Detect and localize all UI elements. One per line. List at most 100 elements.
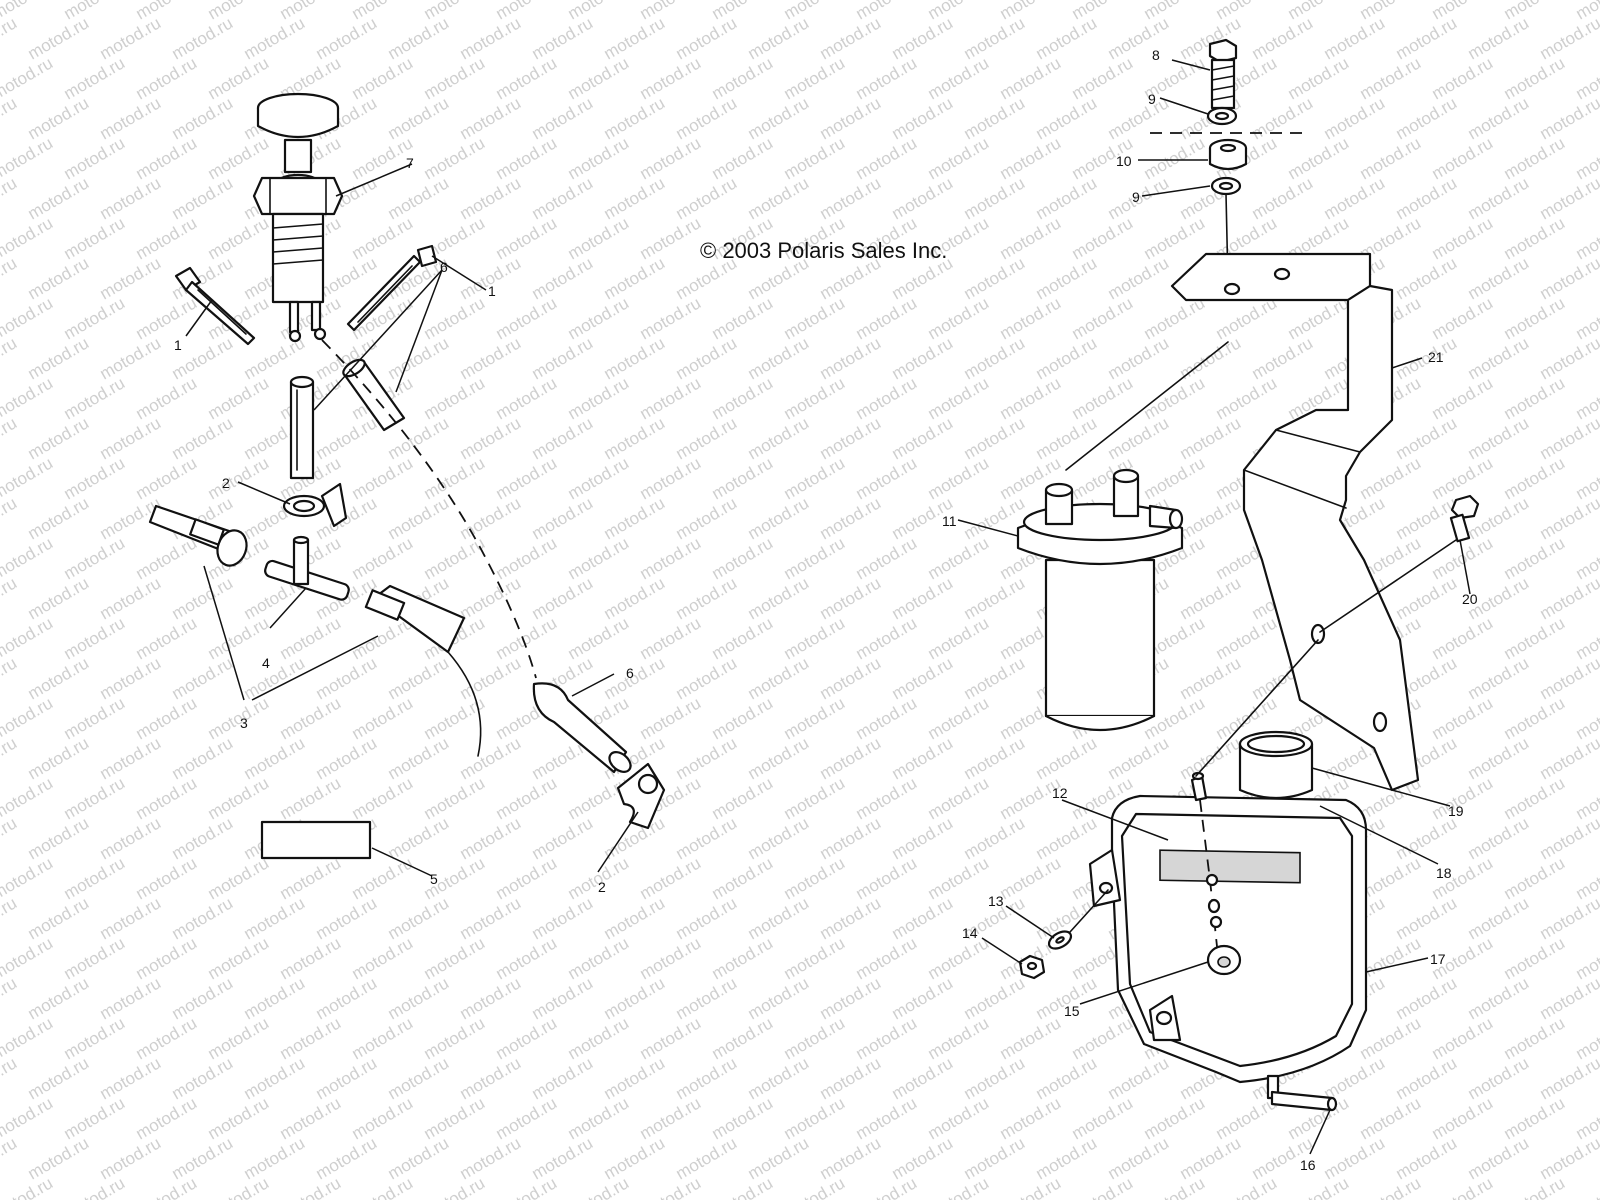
- watermark-text: motod.ru: [1537, 253, 1600, 303]
- watermark-text: motod.ru: [1177, 1133, 1245, 1183]
- watermark-text: motod.ru: [1537, 13, 1600, 63]
- watermark-text: motod.ru: [961, 973, 1029, 1023]
- watermark-text: motod.ru: [1141, 373, 1209, 423]
- watermark-text: motod.ru: [169, 733, 237, 783]
- watermark-text: motod.ru: [1141, 1093, 1209, 1143]
- watermark-text: motod.ru: [385, 973, 453, 1023]
- callout-labels: 1 1 2 2 3 4 5 6 6 7 8 9 9 10 11 12 13 14…: [174, 47, 1478, 1173]
- callout-10: 10: [1116, 153, 1132, 169]
- watermark-text: motod.ru: [565, 53, 633, 103]
- callout-2b: 2: [598, 879, 606, 895]
- watermark-text: motod.ru: [205, 933, 273, 983]
- watermark-text: motod.ru: [1069, 1093, 1137, 1143]
- watermark-text: motod.ru: [1537, 893, 1600, 943]
- watermark-text: motod.ru: [1357, 1173, 1425, 1200]
- watermark-text: motod.ru: [169, 1133, 237, 1183]
- watermark-text: motod.ru: [1465, 333, 1533, 383]
- watermark-text: motod.ru: [529, 893, 597, 943]
- watermark-text: motod.ru: [637, 373, 705, 423]
- watermark-text: motod.ru: [61, 1093, 129, 1143]
- callout-5: 5: [430, 871, 438, 887]
- callout-9b: 9: [1132, 189, 1140, 205]
- watermark-text: motod.ru: [637, 533, 705, 583]
- watermark-text: motod.ru: [349, 1013, 417, 1063]
- watermark-text: motod.ru: [925, 1173, 993, 1200]
- primer-pump-part-7: [252, 92, 344, 343]
- watermark-text: motod.ru: [25, 1133, 93, 1183]
- watermark-text: motod.ru: [493, 1093, 561, 1143]
- watermark-text: motod.ru: [1033, 413, 1101, 463]
- watermark-text: motod.ru: [817, 13, 885, 63]
- grommet-part-10: [1208, 138, 1248, 171]
- watermark-text: motod.ru: [961, 173, 1029, 223]
- watermark-text: motod.ru: [493, 1013, 561, 1063]
- watermark-text: motod.ru: [1501, 773, 1569, 823]
- watermark-text: motod.ru: [529, 973, 597, 1023]
- watermark-text: motod.ru: [0, 573, 20, 623]
- watermark-text: motod.ru: [1069, 373, 1137, 423]
- watermark-text: motod.ru: [925, 373, 993, 423]
- watermark-text: motod.ru: [745, 973, 813, 1023]
- watermark-text: motod.ru: [0, 733, 20, 783]
- watermark-text: motod.ru: [997, 1173, 1065, 1200]
- watermark-text: motod.ru: [673, 93, 741, 143]
- watermark-text: motod.ru: [1357, 1013, 1425, 1063]
- watermark-text: motod.ru: [1393, 573, 1461, 623]
- watermark-text: motod.ru: [25, 733, 93, 783]
- watermark-text: motod.ru: [1537, 493, 1600, 543]
- watermark-text: motod.ru: [385, 333, 453, 383]
- watermark-text: motod.ru: [601, 893, 669, 943]
- watermark-text: motod.ru: [349, 533, 417, 583]
- watermark-text: motod.ru: [1393, 893, 1461, 943]
- watermark-text: motod.ru: [277, 693, 345, 743]
- watermark-text: motod.ru: [1393, 333, 1461, 383]
- watermark-text: motod.ru: [241, 893, 309, 943]
- watermark-text: motod.ru: [25, 253, 93, 303]
- watermark-text: motod.ru: [421, 773, 489, 823]
- watermark-text: motod.ru: [709, 133, 777, 183]
- watermark-text: motod.ru: [673, 573, 741, 623]
- callout-16: 16: [1300, 1157, 1316, 1173]
- watermark-text: motod.ru: [313, 653, 381, 703]
- watermark-text: motod.ru: [1465, 733, 1533, 783]
- watermark-text: motod.ru: [25, 173, 93, 223]
- watermark-text: motod.ru: [601, 333, 669, 383]
- watermark-text: motod.ru: [1429, 213, 1497, 263]
- watermark-text: motod.ru: [205, 133, 273, 183]
- watermark-text: motod.ru: [169, 813, 237, 863]
- watermark-text: motod.ru: [493, 853, 561, 903]
- watermark-text: motod.ru: [1465, 93, 1533, 143]
- watermark-text: motod.ru: [25, 493, 93, 543]
- watermark-text: motod.ru: [529, 1133, 597, 1183]
- watermark-text: motod.ru: [1177, 733, 1245, 783]
- watermark-text: motod.ru: [97, 893, 165, 943]
- watermark-text: motod.ru: [133, 1093, 201, 1143]
- watermark-text: motod.ru: [97, 173, 165, 223]
- watermark-text: motod.ru: [1501, 1093, 1569, 1143]
- watermark-text: motod.ru: [25, 93, 93, 143]
- watermark-text: motod.ru: [1321, 1053, 1389, 1103]
- watermark-text: motod.ru: [781, 1173, 849, 1200]
- watermark-text: motod.ru: [1105, 1053, 1173, 1103]
- watermark-text: motod.ru: [673, 493, 741, 543]
- decal-part-5: [260, 820, 372, 860]
- watermark-text: motod.ru: [25, 573, 93, 623]
- watermark-text: motod.ru: [169, 893, 237, 943]
- watermark-text: motod.ru: [133, 373, 201, 423]
- cable-tie-left-part-1: [174, 266, 256, 346]
- watermark-text: motod.ru: [277, 1013, 345, 1063]
- watermark-text: motod.ru: [997, 53, 1065, 103]
- watermark-text: motod.ru: [889, 13, 957, 63]
- copyright-text: © 2003 Polaris Sales Inc.: [700, 238, 947, 263]
- hose-clamp-upper-part-2: [282, 482, 348, 528]
- watermark-text: motod.ru: [1321, 173, 1389, 223]
- watermark-text: motod.ru: [925, 53, 993, 103]
- watermark-text: motod.ru: [781, 53, 849, 103]
- watermark-text: motod.ru: [1213, 1173, 1281, 1200]
- watermark-text: motod.ru: [673, 333, 741, 383]
- callout-6b: 6: [626, 665, 634, 681]
- watermark-text: motod.ru: [529, 333, 597, 383]
- watermark-text: motod.ru: [457, 1053, 525, 1103]
- watermark-text: motod.ru: [925, 933, 993, 983]
- watermark-text: motod.ru: [745, 413, 813, 463]
